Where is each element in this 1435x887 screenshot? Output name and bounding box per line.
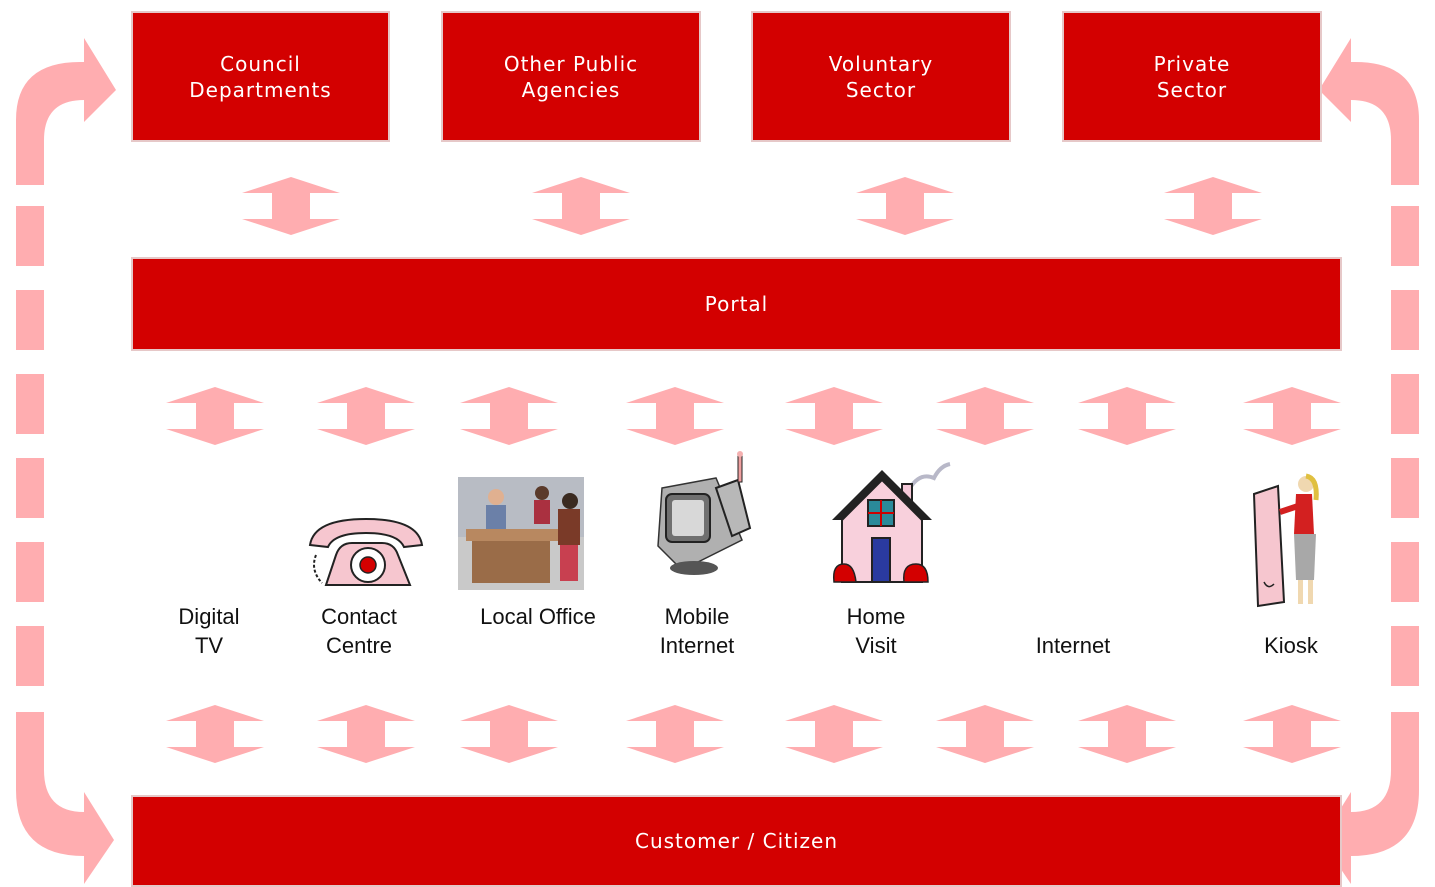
double-arrow: [1243, 387, 1341, 445]
left-dash: [16, 542, 44, 602]
box-voluntary-sector: Voluntary Sector: [751, 11, 1011, 142]
left-dash: [16, 290, 44, 350]
right-dash: [1391, 626, 1419, 686]
kiosk-icon: [1252, 473, 1319, 608]
double-arrow: [856, 177, 954, 235]
channel-label-contact-centre: Contact Centre: [321, 604, 397, 658]
double-arrow: [460, 705, 558, 763]
channel-label-home-visit: Home Visit: [846, 604, 906, 658]
double-arrow: [460, 387, 558, 445]
left-dash: [16, 458, 44, 518]
right-dash: [1391, 374, 1419, 434]
telephone-icon: [308, 517, 424, 586]
channel-label-local-office: Local Office: [480, 604, 596, 629]
box-council-departments: Council Departments: [131, 11, 390, 142]
double-arrow: [936, 705, 1034, 763]
left-bottom-curved-arrow: [16, 712, 114, 884]
channel-label-internet: Internet: [1035, 633, 1111, 658]
box-other-public-agencies: Other Public Agencies: [441, 11, 701, 142]
double-arrow: [317, 705, 415, 763]
right-bottom-curved-arrow: [1321, 712, 1419, 884]
left-top-curved-arrow: [16, 38, 116, 185]
right-dash: [1391, 206, 1419, 266]
customer-bar: Customer / Citizen: [131, 795, 1342, 887]
double-arrow: [785, 705, 883, 763]
channel-label-digital-tv: Digital TV: [178, 604, 240, 658]
right-dash: [1391, 542, 1419, 602]
portal-bar: Portal: [131, 257, 1342, 351]
channel-label-kiosk: Kiosk: [1264, 633, 1318, 658]
double-arrow: [166, 705, 264, 763]
double-arrow: [532, 177, 630, 235]
double-arrow: [1078, 387, 1176, 445]
double-arrow: [626, 705, 724, 763]
mobile-phone-icon: [657, 451, 752, 575]
right-top-curved-arrow: [1319, 38, 1419, 185]
double-arrow: [626, 387, 724, 445]
box-private-sector: Private Sector: [1062, 11, 1322, 142]
double-arrow: [1164, 177, 1262, 235]
channel-label-mobile-internet: Mobile Internet: [659, 604, 735, 658]
double-arrow: [242, 177, 340, 235]
double-arrow: [1078, 705, 1176, 763]
double-arrow: [936, 387, 1034, 445]
house-icon: [832, 462, 951, 583]
double-arrow: [1243, 705, 1341, 763]
left-dash: [16, 374, 44, 434]
right-dash: [1391, 290, 1419, 350]
double-arrow: [317, 387, 415, 445]
office-meeting-icon: [458, 477, 584, 590]
left-dash: [16, 206, 44, 266]
left-dash: [16, 626, 44, 686]
double-arrow: [166, 387, 264, 445]
right-dash: [1391, 458, 1419, 518]
double-arrow: [785, 387, 883, 445]
